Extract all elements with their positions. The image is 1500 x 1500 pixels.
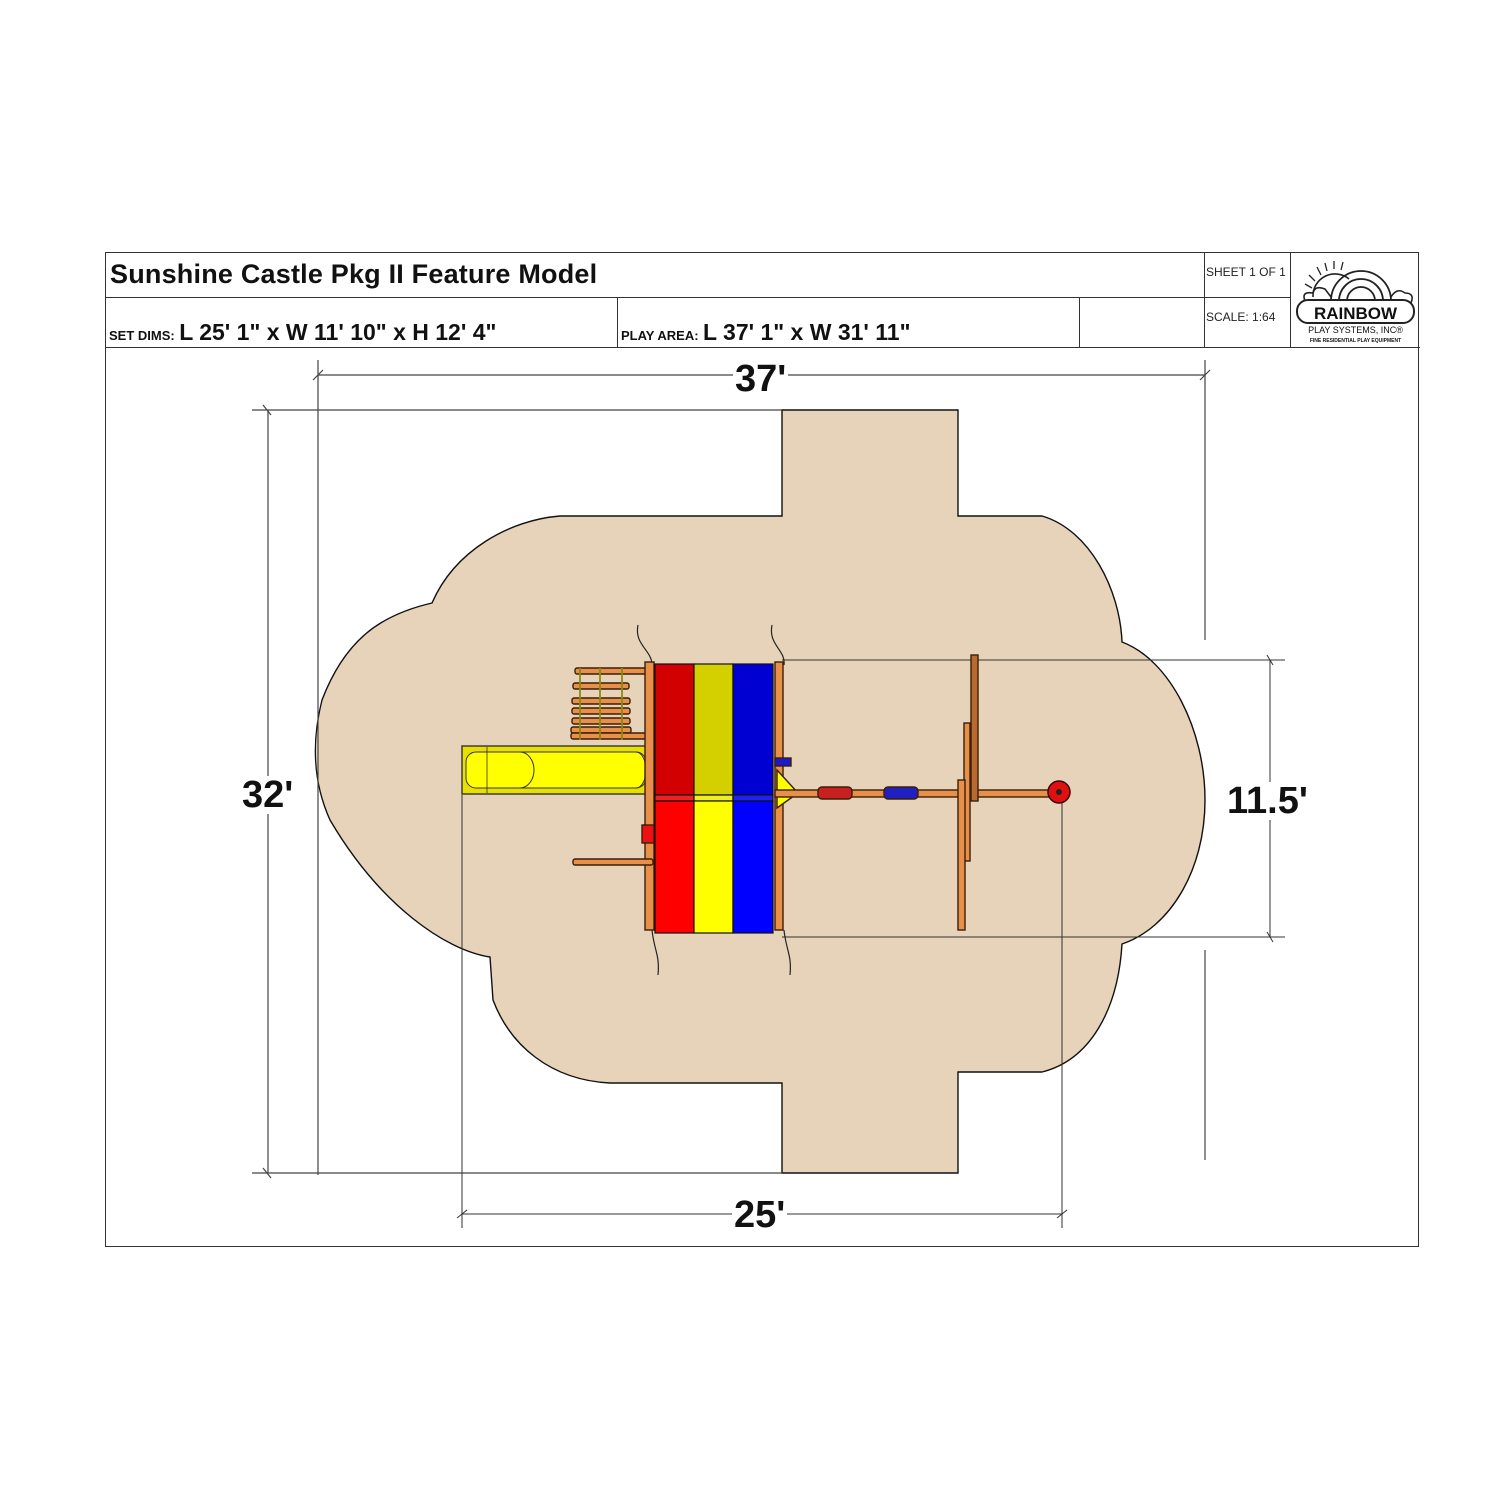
rainbow-cloud-icon: RAINBOW PLAY SYSTEMS, INC® FINE RESIDENT… xyxy=(1296,261,1415,344)
play-area-width-label: 32' xyxy=(240,774,296,816)
model-title: Sunshine Castle Pkg II Feature Model xyxy=(110,259,598,289)
rope-ladder xyxy=(570,667,657,740)
set-dims-cell: SET DIMS: L 25' 1" x W 11' 10" x H 12' 4… xyxy=(106,298,618,348)
play-area-label: PLAY AREA: xyxy=(621,328,699,343)
set-dims-label: SET DIMS: xyxy=(109,328,175,343)
play-area-cell: PLAY AREA: L 37' 1" x W 31' 11" xyxy=(618,298,1080,348)
set-width-label: 11.5' xyxy=(1225,780,1310,822)
sheet-number: SHEET 1 OF 1 xyxy=(1204,253,1290,298)
play-area-length-label: 37' xyxy=(733,358,789,400)
set-dims-value: L 25' 1" x W 11' 10" x H 12' 4" xyxy=(179,319,497,345)
set-length-label: 25' xyxy=(732,1194,788,1236)
rainbow-logo: RAINBOW PLAY SYSTEMS, INC® FINE RESIDENT… xyxy=(1290,253,1420,348)
swing-beam xyxy=(774,654,1061,931)
dims-row: SET DIMS: L 25' 1" x W 11' 10" x H 12' 4… xyxy=(106,298,1420,348)
scale-label: SCALE: 1:64 xyxy=(1204,298,1290,348)
tube-slide xyxy=(461,745,659,795)
svg-text:PLAY SYSTEMS, INC®: PLAY SYSTEMS, INC® xyxy=(1308,325,1403,335)
svg-text:RAINBOW: RAINBOW xyxy=(1314,304,1398,323)
disc-swing xyxy=(1047,780,1071,804)
drawing-sheet: Sunshine Castle Pkg II Feature Model SET… xyxy=(105,252,1420,1247)
fort-roof xyxy=(654,663,774,934)
svg-text:FINE RESIDENTIAL PLAY EQUIPMEN: FINE RESIDENTIAL PLAY EQUIPMENT xyxy=(1310,338,1401,344)
break-lines xyxy=(636,624,791,976)
title-row: Sunshine Castle Pkg II Feature Model xyxy=(106,253,1204,298)
play-area-value: L 37' 1" x W 31' 11" xyxy=(703,319,911,345)
